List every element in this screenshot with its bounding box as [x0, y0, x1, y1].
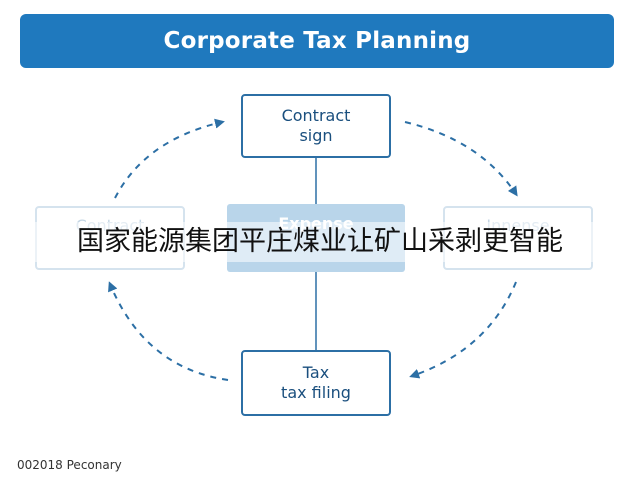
node-contract-sign: Contract sign [241, 94, 391, 158]
diagram-title: Corporate Tax Planning [163, 28, 471, 54]
title-banner: Corporate Tax Planning [20, 14, 614, 68]
node-tax-filing-line1: Tax [302, 363, 330, 382]
arrow-bottom-to-left [108, 281, 229, 381]
node-contract-sign-line1: Contract [281, 106, 351, 125]
node-tax-filing-line2: tax filing [281, 383, 351, 402]
arrow-left-to-top [114, 118, 225, 199]
node-tax-filing: Tax tax filing [241, 350, 391, 416]
node-contract-sign-line2: sign [299, 126, 333, 145]
arrow-right-to-bottom [409, 281, 517, 379]
overlay-caption: 国家能源集团平庄煤业让矿山采剥更智能 [0, 222, 640, 262]
footer-credit: 002018 Peconary [17, 458, 122, 472]
arrow-top-to-right [404, 121, 518, 197]
